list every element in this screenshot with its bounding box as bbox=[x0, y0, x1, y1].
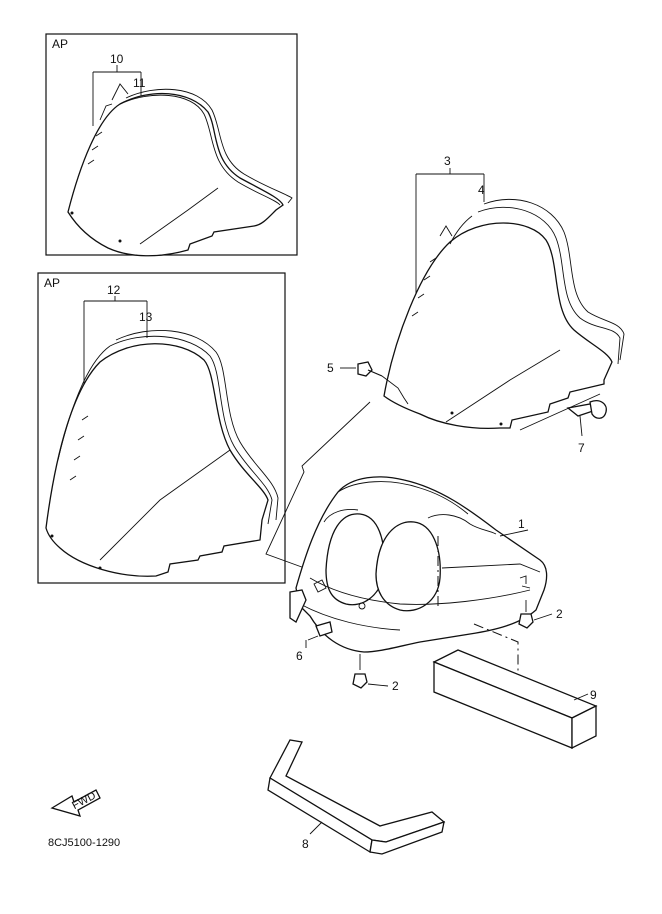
callout-3: 3 bbox=[444, 154, 451, 168]
clip-7: 7 bbox=[566, 400, 607, 455]
callout-12: 12 bbox=[107, 283, 121, 297]
windshield-large-ap bbox=[45, 330, 279, 577]
fwd-arrow-icon: FWD bbox=[50, 789, 101, 817]
windshield-small bbox=[67, 83, 293, 257]
callout-8: 8 bbox=[302, 837, 309, 851]
callout-13: 13 bbox=[139, 310, 153, 324]
fwd-label: FWD bbox=[70, 790, 98, 812]
ap-label-bottom: AP bbox=[44, 276, 60, 290]
callout-2-right: 2 bbox=[556, 607, 563, 621]
callout-5: 5 bbox=[327, 361, 334, 375]
ap-box-top: AP 10 11 bbox=[45, 33, 298, 257]
callout-2-bottom: 2 bbox=[392, 679, 399, 693]
diagram-code: 8CJ5100-1290 bbox=[48, 837, 120, 849]
callout-9: 9 bbox=[590, 688, 597, 702]
bolt-2-bottom: 2 bbox=[352, 654, 399, 693]
bolt-2-right: 2 bbox=[518, 600, 563, 629]
cowl-1: 1 bbox=[289, 476, 548, 653]
screw-5: 5 bbox=[327, 361, 409, 405]
windshield-main: 3 4 bbox=[383, 154, 625, 431]
foam-block-9: 9 bbox=[432, 649, 598, 750]
callout-10: 10 bbox=[110, 52, 124, 66]
seal-strip-8: 8 bbox=[267, 739, 446, 855]
callout-7: 7 bbox=[578, 441, 585, 455]
bolt-6: 6 bbox=[296, 621, 333, 663]
ap-label-top: AP bbox=[52, 37, 68, 51]
callout-1: 1 bbox=[518, 517, 525, 531]
ap-box-bottom: AP 12 13 bbox=[37, 272, 286, 584]
callout-6: 6 bbox=[296, 649, 303, 663]
callout-11: 11 bbox=[133, 76, 146, 90]
callout-4: 4 bbox=[478, 183, 485, 197]
